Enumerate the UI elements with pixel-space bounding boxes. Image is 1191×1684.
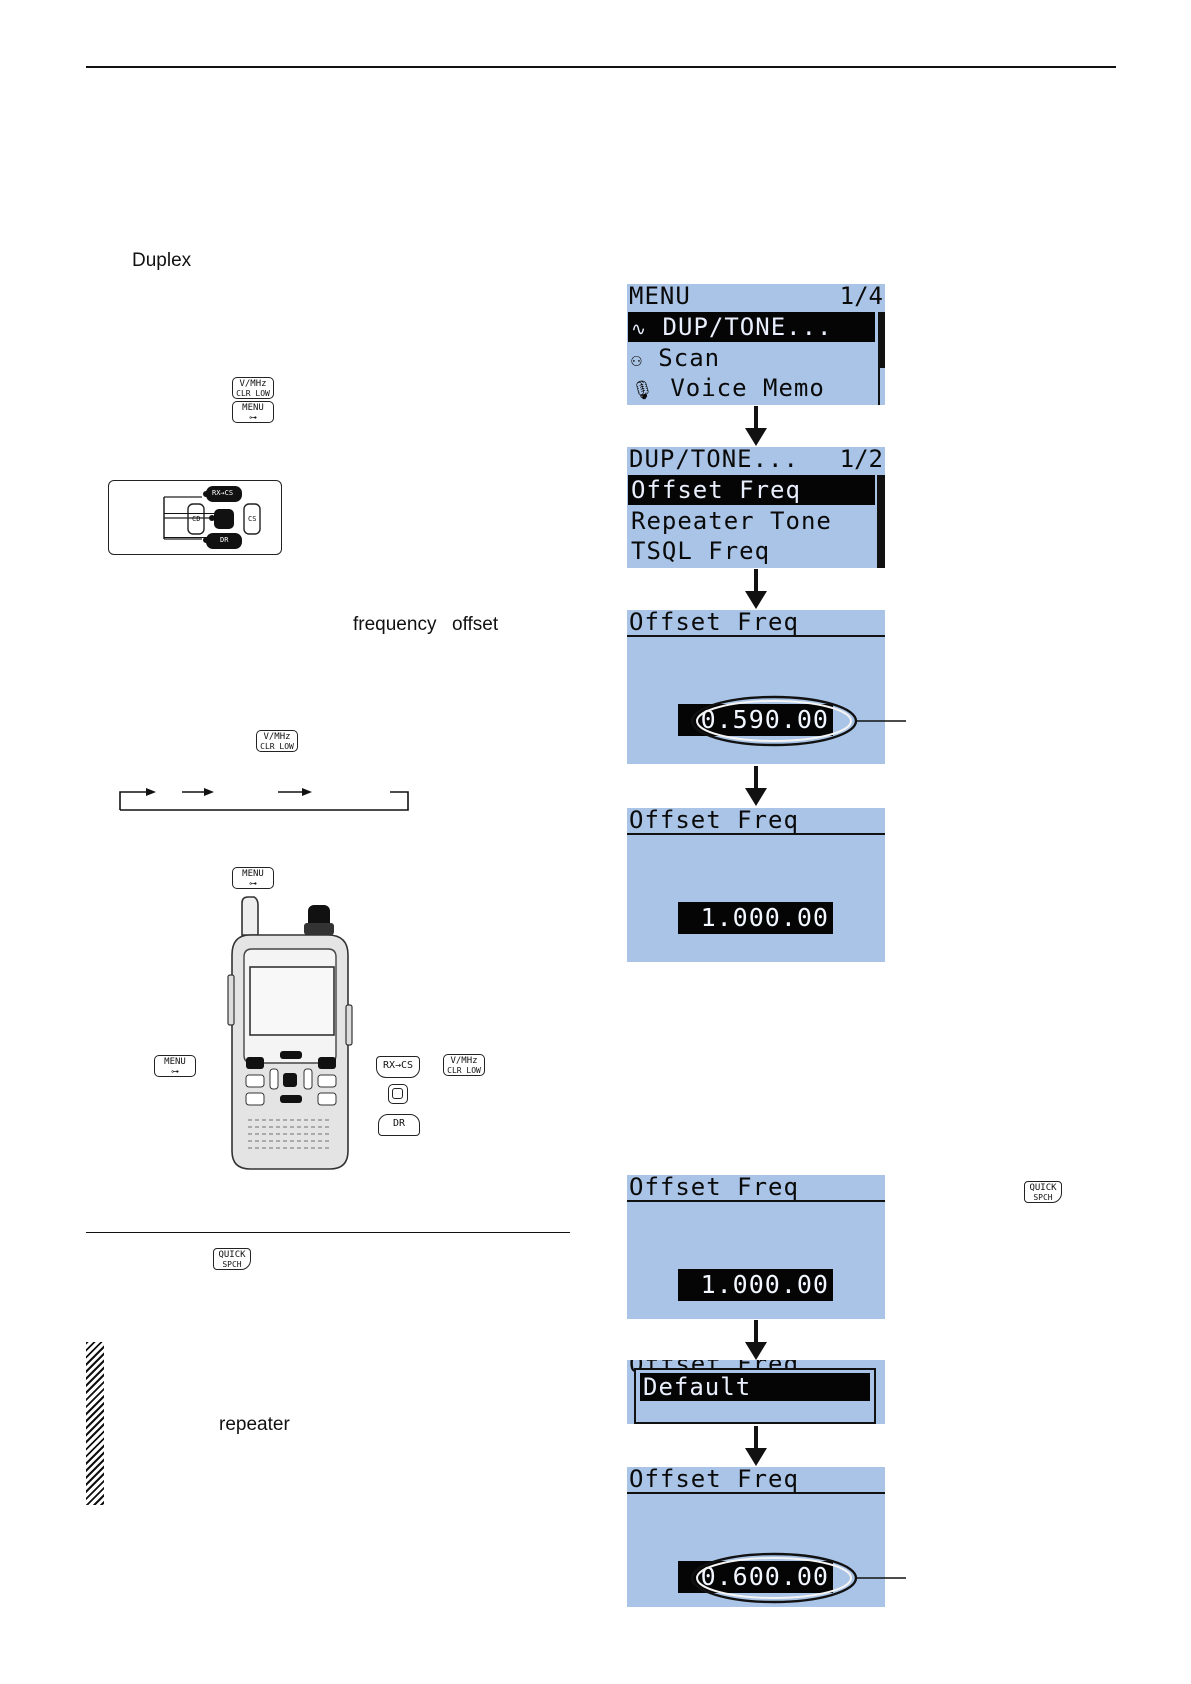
title-underline xyxy=(627,833,885,835)
offset-value[interactable]: 1.000.00 xyxy=(678,1269,833,1301)
screen-page: 1/4 xyxy=(839,284,883,310)
down-arrow-icon xyxy=(745,1320,767,1360)
screen-title: Offset Freq xyxy=(629,1175,799,1201)
cs-label: CS xyxy=(248,515,257,523)
cd-label: CD xyxy=(192,515,201,523)
scrollbar[interactable] xyxy=(877,475,885,568)
screen-title: Offset Freq xyxy=(629,808,799,834)
menu-item-dup-tone[interactable]: ∿ DUP/TONE... xyxy=(628,312,875,342)
leader-line xyxy=(164,513,216,515)
down-arrow-icon xyxy=(745,766,767,806)
menu-screen: MENU 1/4 ∿ DUP/TONE... ⚇ Scan 🎙 Voice Me… xyxy=(627,284,885,405)
screen-title: DUP/TONE... xyxy=(629,447,799,473)
dr-key-icon: DR xyxy=(378,1114,420,1136)
dup-tone-screen: DUP/TONE... 1/2 Offset Freq Repeater Ton… xyxy=(627,447,885,568)
center-button-icon xyxy=(388,1084,408,1104)
menu-item-tsql-freq[interactable]: TSQL Freq xyxy=(631,537,771,565)
down-arrow-icon xyxy=(745,406,767,446)
note-hatch-bar xyxy=(86,1342,104,1505)
binoculars-icon: ⚇ xyxy=(631,350,643,371)
section-rule xyxy=(86,1232,570,1234)
screen-title: Offset Freq xyxy=(629,1467,799,1493)
repeater-text: repeater xyxy=(219,1414,290,1435)
down-arrow-icon xyxy=(745,569,767,609)
rxcs-label: RX→CS xyxy=(212,489,234,497)
title-underline xyxy=(627,1200,885,1202)
rxcs-key-icon: RX→CS xyxy=(376,1056,420,1078)
radio-illustration xyxy=(227,896,353,1170)
offset-freq-screen: Offset Freq 1.000.00 xyxy=(627,808,885,962)
menu-item-repeater-tone[interactable]: Repeater Tone xyxy=(631,507,832,535)
down-arrow-icon xyxy=(745,1426,767,1466)
dr-label: DR xyxy=(220,536,229,544)
menu-key-icon: MENU⊶ xyxy=(232,867,274,889)
menu-item-voice-memo[interactable]: 🎙 Voice Memo xyxy=(631,374,825,402)
offset-value[interactable]: 1.000.00 xyxy=(678,902,833,934)
menu-key-icon: MENU⊶ xyxy=(154,1055,196,1077)
menu-key-icon: MENU⊶ xyxy=(232,401,274,423)
screen-title: Offset Freq xyxy=(629,610,799,636)
offset-freq-screen: Offset Freq 1.000.00 xyxy=(627,1175,885,1319)
duplex-icon: ∿ xyxy=(631,319,648,340)
title-underline xyxy=(627,635,885,637)
offset-value[interactable]: 0.600.00 xyxy=(678,1561,833,1593)
value-highlight-ellipse xyxy=(690,695,906,747)
title-underline xyxy=(627,1492,885,1494)
scrollbar-thumb xyxy=(878,312,885,368)
default-popup-screen: Offset Freq Default xyxy=(627,1360,885,1424)
leader-line xyxy=(164,537,216,539)
duplex-label: Duplex xyxy=(132,250,192,271)
menu-item-default[interactable]: Default xyxy=(640,1373,870,1401)
cycle-diagram xyxy=(119,788,409,811)
offset-freq-screen: Offset Freq 0.600.00 xyxy=(627,1467,885,1607)
screen-title: MENU xyxy=(629,284,691,310)
popup-menu: Default xyxy=(634,1368,876,1424)
offset-text: offset xyxy=(452,614,499,635)
menu-item-offset-freq[interactable]: Offset Freq xyxy=(628,475,875,505)
menu-item-scan[interactable]: ⚇ Scan xyxy=(631,344,721,372)
top-rule xyxy=(86,66,1116,68)
microphone-icon: 🎙 xyxy=(631,380,655,401)
frequency-text: frequency xyxy=(353,614,437,635)
screen-page: 1/2 xyxy=(839,447,883,473)
value-highlight-ellipse xyxy=(690,1552,906,1604)
joystick-diagram: RX→CS DR CS CD xyxy=(108,480,282,555)
